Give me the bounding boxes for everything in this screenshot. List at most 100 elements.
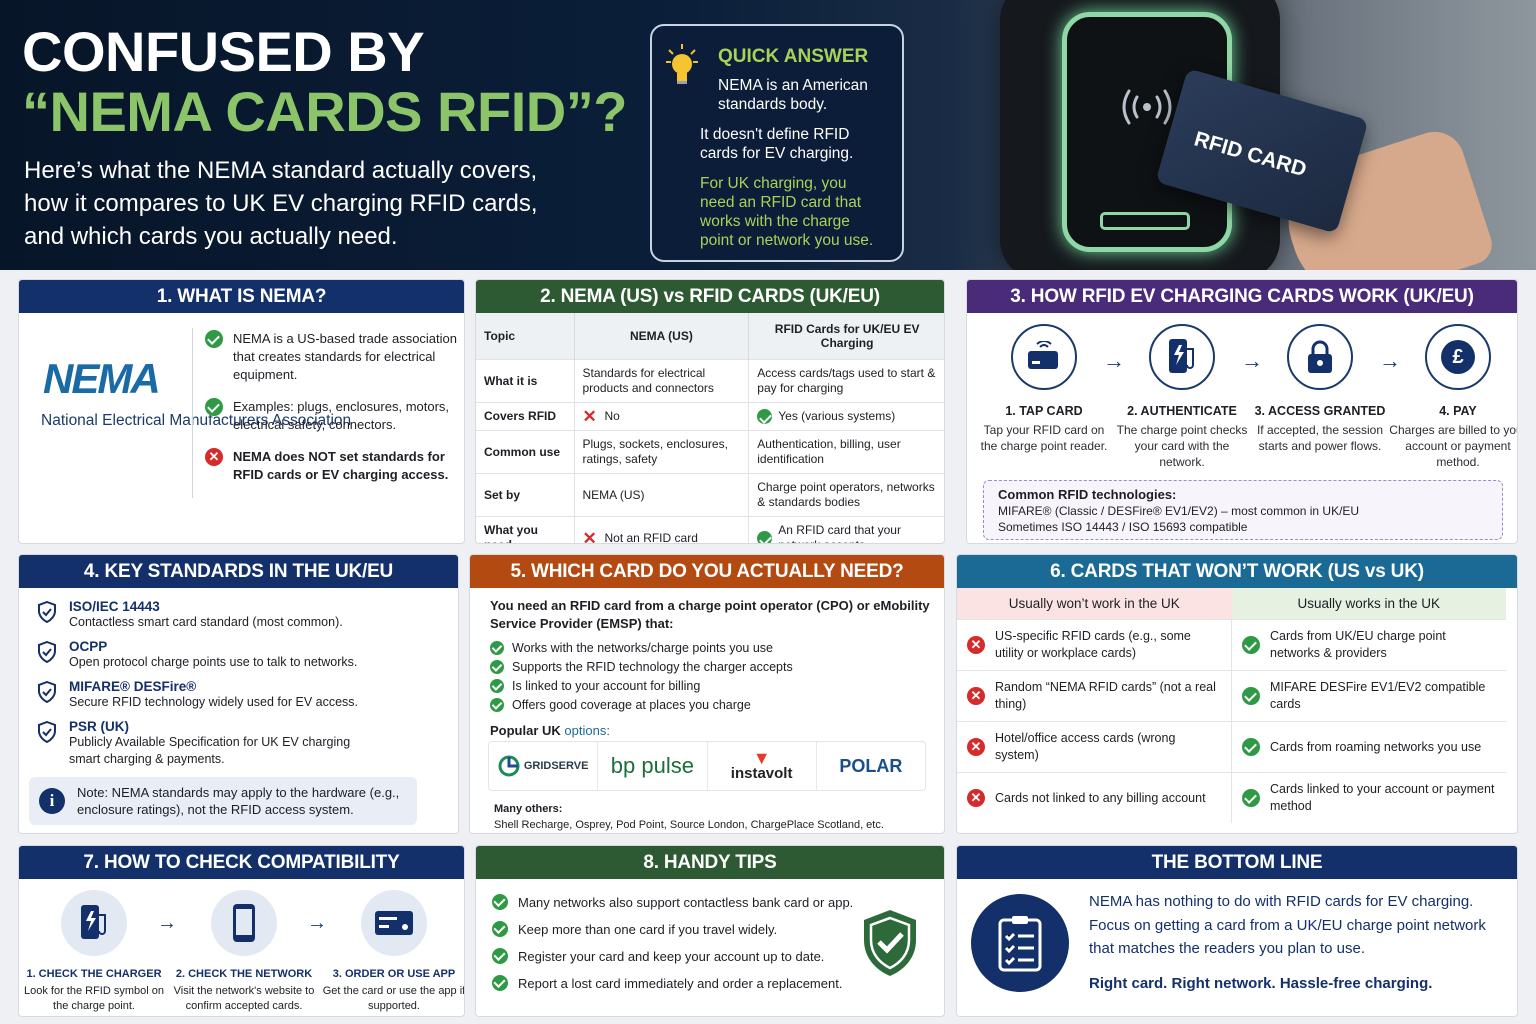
check-icon: [1242, 738, 1260, 756]
card-icon: [375, 911, 413, 935]
clipboard-checklist-icon: [998, 916, 1042, 972]
shield-icon: [38, 681, 56, 703]
section-what-is-nema: 1. WHAT IS NEMA? NEMA National Electrica…: [18, 279, 465, 544]
check-icon: [205, 330, 223, 348]
cross-icon: ✕: [967, 687, 985, 705]
list-item: Register your card and keep your account…: [492, 948, 824, 964]
list-item: Report a lost card immediately and order…: [492, 975, 842, 991]
list-item: Is linked to your account for billing: [490, 679, 700, 693]
arrow-right-icon: →: [307, 912, 327, 934]
lightbulb-icon: [666, 44, 698, 84]
quick-answer-highlight: For UK charging, you need an RFID card t…: [700, 175, 874, 249]
charger-icon: [81, 905, 106, 939]
table-row: Set by NEMA (US) Charge point operators,…: [476, 473, 944, 517]
shield-icon: [38, 641, 56, 663]
bottom-line-text: NEMA has nothing to do with RFID cards f…: [1089, 893, 1474, 910]
comparison-table: Topic NEMA (US) RFID Cards for UK/EU EV …: [476, 313, 944, 544]
table-header: Topic NEMA (US) RFID Cards for UK/EU EV …: [476, 313, 944, 360]
table-row: ✕Cards not linked to any billing account…: [957, 772, 1506, 823]
check-icon: [492, 948, 508, 964]
section-title: 8. HANDY TIPS: [476, 846, 944, 879]
quick-answer-text: NEMA is an American standards body.: [718, 77, 868, 113]
section-which-card: 5. WHICH CARD DO YOU ACTUALLY NEED? You …: [469, 554, 945, 834]
step-tap-card: → 1. TAP CARD Tap your RFID card on the …: [975, 324, 1125, 470]
cross-icon: ✕: [967, 789, 985, 807]
cross-icon: ✕: [582, 528, 597, 544]
section-cards-that-wont-work: 6. CARDS THAT WON’T WORK (US vs UK) Usua…: [956, 554, 1518, 834]
table-row: What it is Standards for electrical prod…: [476, 359, 944, 403]
process-steps: → 1. TAP CARD Tap your RFID card on the …: [975, 324, 1517, 470]
table-row: ✕Hotel/office access cards (wrong system…: [957, 721, 1506, 773]
works-comparison-table: Usually won’t work in the UK Usually wor…: [957, 588, 1506, 823]
hero-subtitle: Here’s what the NEMA standard actually c…: [24, 157, 538, 250]
instavolt-mark-icon: ▼: [752, 747, 771, 768]
hero-title-highlight: “NEMA CARDS RFID”?: [22, 80, 627, 143]
step-pay: £ 4. PAY Charges are billed to your acco…: [1389, 324, 1517, 470]
table-row: ✕US-specific RFID cards (e.g., some util…: [957, 619, 1506, 671]
check-icon: [1242, 789, 1260, 807]
shield-icon: [38, 721, 56, 743]
arrow-right-icon: →: [1103, 348, 1125, 373]
cross-icon: ✕: [205, 448, 223, 466]
section-title: 4. KEY STANDARDS IN THE UK/EU: [19, 555, 458, 588]
section-title: 3. HOW RFID EV CHARGING CARDS WORK (UK/E…: [967, 280, 1517, 313]
check-icon: [490, 641, 504, 655]
check-icon: [1242, 636, 1260, 654]
section-check-compatibility: 7. HOW TO CHECK COMPATIBILITY → 1. CHECK…: [18, 845, 465, 1017]
step-authenticate: → 2. AUTHENTICATE The charge point check…: [1113, 324, 1263, 470]
step-check-charger: → 1. CHECK THE CHARGER Look for the RFID…: [19, 890, 177, 1014]
list-item: Examples: plugs, enclosures, motors, ele…: [205, 398, 461, 434]
check-icon: [490, 660, 504, 674]
standard-item: MIFARE® DESFire®Secure RFID technology w…: [37, 679, 437, 711]
table-header: Usually won’t work in the UK Usually wor…: [957, 588, 1506, 620]
check-icon: [1242, 687, 1260, 705]
section-how-rfid-works: 3. HOW RFID EV CHARGING CARDS WORK (UK/E…: [966, 279, 1518, 544]
section-title: 5. WHICH CARD DO YOU ACTUALLY NEED?: [470, 555, 944, 588]
shield-check-icon: [864, 910, 916, 976]
other-providers: Many others: Shell Recharge, Osprey, Pod…: [494, 803, 884, 831]
list-item: Keep more than one card if you travel wi…: [492, 921, 777, 937]
section-title: 6. CARDS THAT WON’T WORK (US vs UK): [957, 555, 1517, 588]
table-row: Common use Plugs, sockets, enclosures, r…: [476, 430, 944, 474]
list-item: Many networks also support contactless b…: [492, 894, 853, 910]
provider-logos: GRIDSERVE bp pulse ▼instavolt POLAR: [488, 741, 926, 791]
section-nema-vs-rfid: 2. NEMA (US) vs RFID CARDS (UK/EU) Topic…: [475, 279, 945, 544]
cross-icon: ✕: [582, 407, 597, 426]
section-title: 7. HOW TO CHECK COMPATIBILITY: [19, 846, 464, 879]
padlock-icon: [1308, 340, 1332, 373]
check-icon: [492, 975, 508, 991]
card-tap-icon: [1028, 341, 1058, 369]
list-item: Supports the RFID technology the charger…: [490, 660, 793, 674]
nema-full-name: National Electrical Manufacturers Associ…: [41, 412, 352, 429]
arrow-right-icon: →: [1379, 348, 1401, 373]
list-item: ✕NEMA does NOT set standards for RFID ca…: [205, 448, 461, 484]
bottom-line-text: Focus on getting a card from a UK/EU cha…: [1089, 917, 1486, 957]
quick-answer-text: It doesn't define RFID cards for EV char…: [700, 126, 854, 162]
contactless-icon: [1122, 89, 1172, 125]
shield-icon: [38, 601, 56, 623]
bp-pulse-logo: bp pulse: [598, 742, 708, 790]
requirements-intro: You need an RFID card from a charge poin…: [490, 598, 930, 631]
section-key-standards: 4. KEY STANDARDS IN THE UK/EU ISO/IEC 14…: [18, 554, 459, 834]
check-icon: [490, 679, 504, 693]
step-check-network: → 2. CHECK THE NETWORK Visit the network…: [169, 890, 327, 1014]
cross-icon: ✕: [967, 738, 985, 756]
info-icon: i: [39, 788, 65, 814]
check-icon: [492, 894, 508, 910]
quick-answer-box: QUICK ANSWER NEMA is an American standar…: [650, 24, 904, 262]
gridserve-logo: GRIDSERVE: [489, 742, 599, 790]
arrow-right-icon: →: [1241, 348, 1263, 373]
charger-icon: [1169, 339, 1194, 373]
list-item: Works with the networks/charge points yo…: [490, 641, 773, 655]
section-bottom-line: THE BOTTOM LINE NEMA has nothing to do w…: [956, 845, 1518, 1017]
check-icon: [205, 398, 223, 416]
smartphone-icon: [233, 904, 255, 942]
table-row: ✕Random “NEMA RFID cards” (not a real th…: [957, 670, 1506, 722]
list-item: Offers good coverage at places you charg…: [490, 698, 751, 712]
section-handy-tips: 8. HANDY TIPS Many networks also support…: [475, 845, 945, 1017]
step-order-card: 3. ORDER OR USE APP Get the card or use …: [319, 890, 464, 1014]
table-row: What you need ✕Not an RFID card An RFID …: [476, 516, 944, 544]
popular-options-label: Popular UK options:: [490, 723, 610, 738]
